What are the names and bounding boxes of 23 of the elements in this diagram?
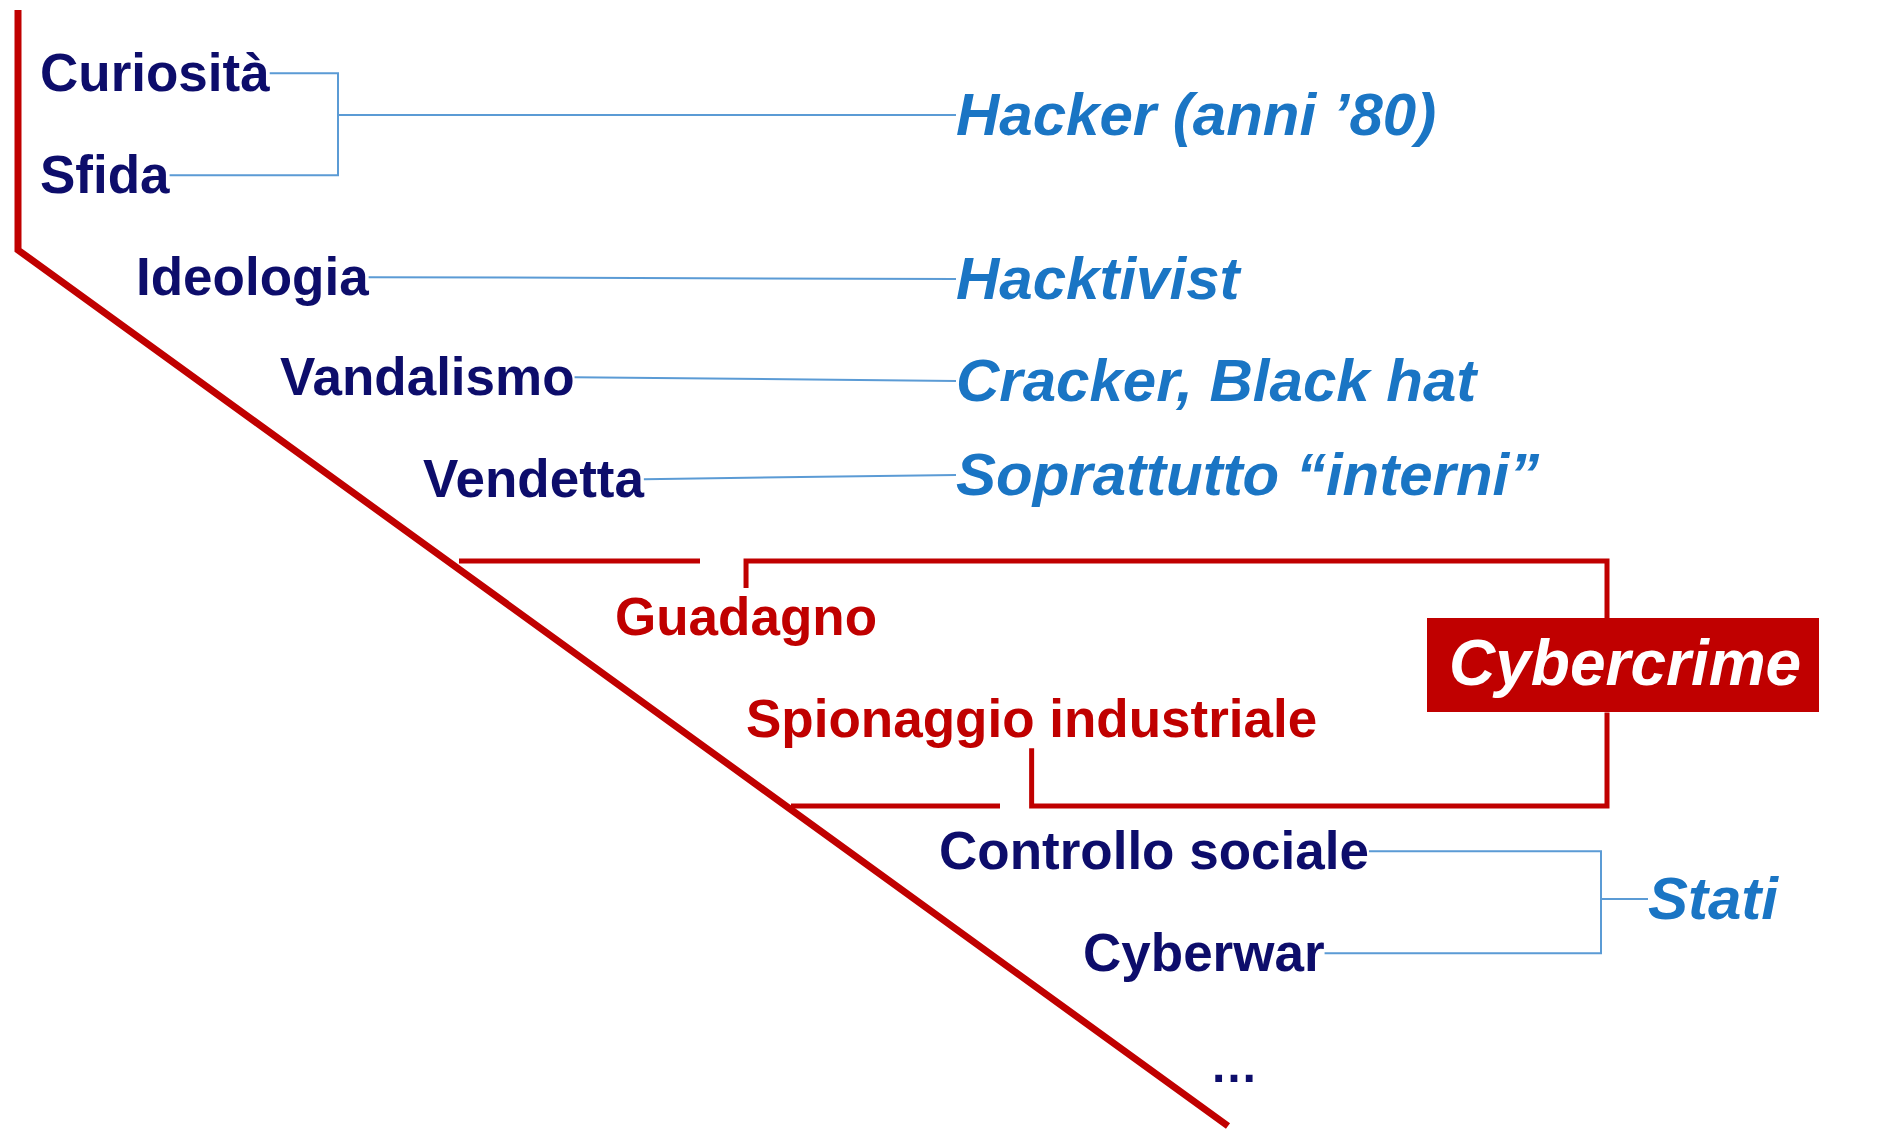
motivation-text: Controllo sociale [939, 822, 1369, 881]
connector-line [743, 558, 1610, 618]
category-banner: Cybercrime [1427, 618, 1820, 713]
connector-line [1029, 712, 1610, 809]
connector-line [168, 114, 957, 177]
actor-type-text: Hacktivist [956, 246, 1240, 312]
actor-type-text: Hacker (anni ’80) [956, 82, 1437, 148]
connector-line [1323, 898, 1649, 955]
actor-type-text: Cracker, Black hat [956, 348, 1477, 414]
motivation-text: Spionaggio industriale [746, 690, 1318, 749]
motivation-text: Vandalismo [280, 348, 575, 407]
motivation-text: Sfida [40, 146, 170, 205]
connector-line [642, 474, 957, 481]
motivation-text: Guadagno [615, 588, 878, 647]
connector-line [367, 276, 957, 280]
motivation-text: Cyberwar [1083, 924, 1325, 983]
motivation-text: Curiosità [40, 44, 270, 103]
actor-type-text: Stati [1648, 866, 1779, 932]
ellipsis-text: … [1210, 1040, 1258, 1093]
motivation-text: Vendetta [423, 450, 644, 509]
actor-type-text: Soprattutto “interni” [956, 442, 1540, 508]
motivation-text: Ideologia [136, 248, 369, 307]
connector-line [573, 376, 957, 382]
